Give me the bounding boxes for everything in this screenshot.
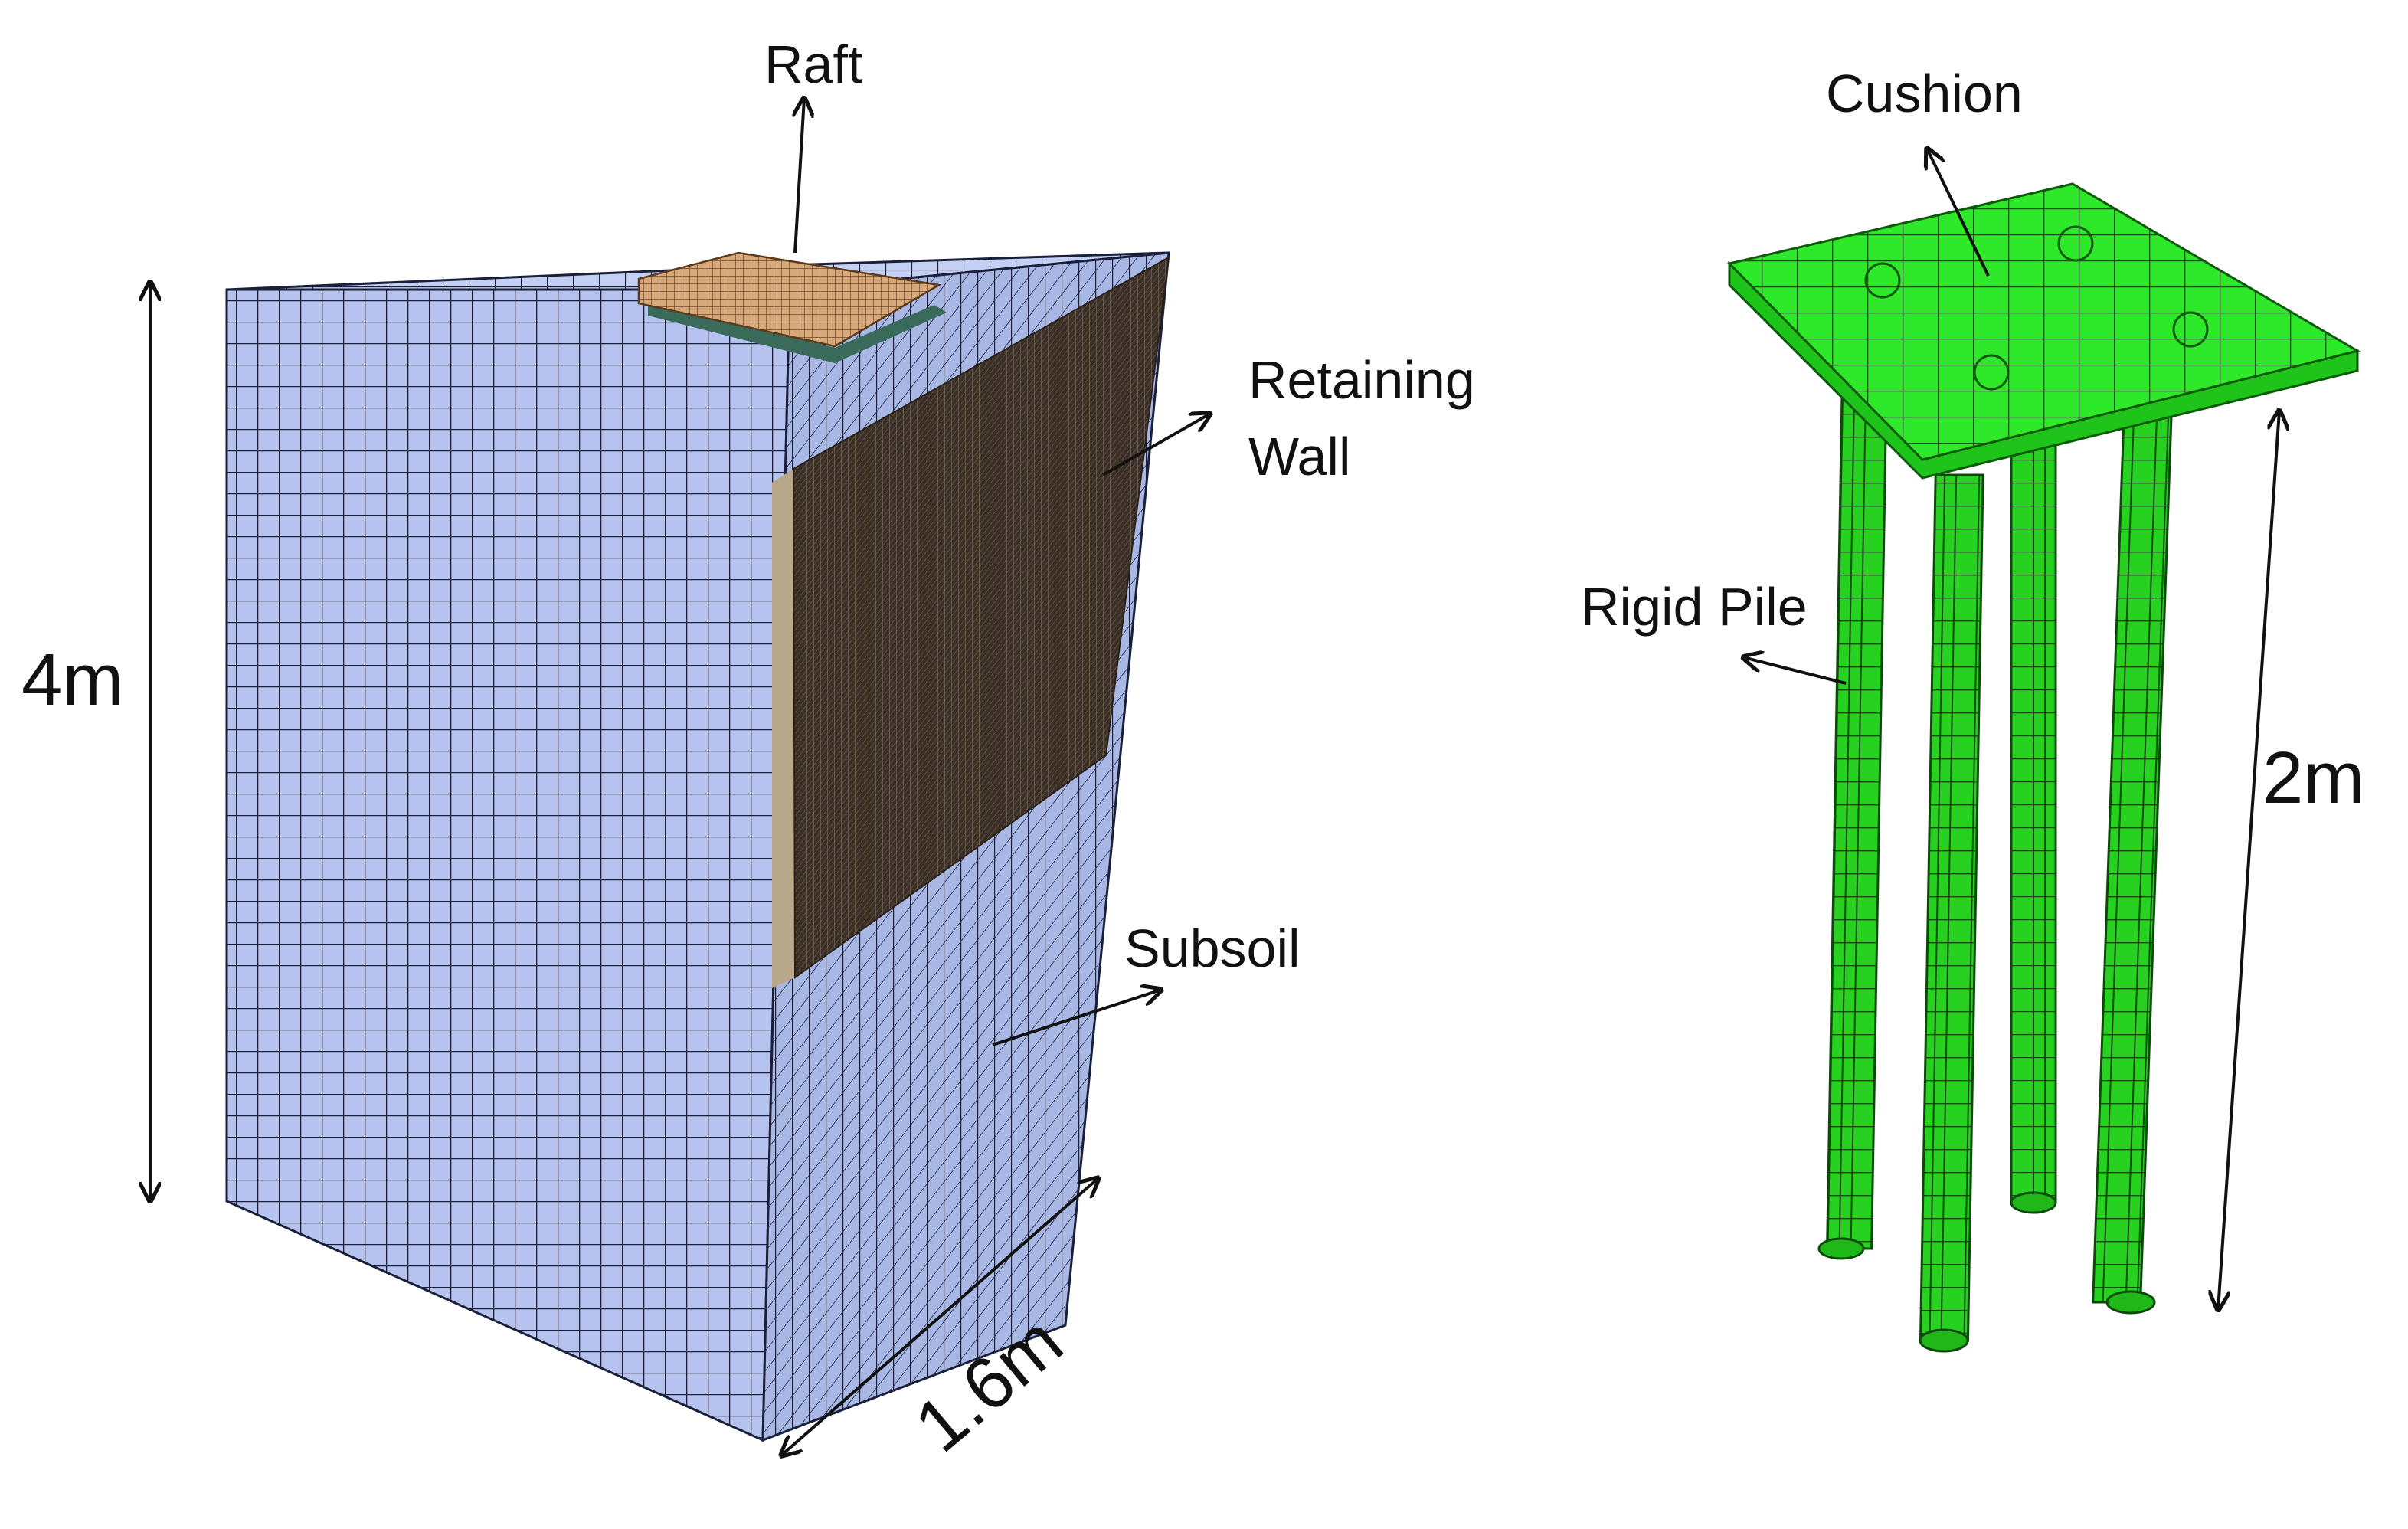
pile-front-left	[1919, 473, 1984, 1353]
pile-front-right	[2092, 404, 2174, 1315]
retaining-wall-label-line1: Retaining	[1248, 350, 1475, 410]
cushion-top	[1727, 182, 2361, 461]
height-dimension: 4m	[21, 282, 150, 1201]
raft-leader-arrow	[795, 98, 804, 254]
cushion-callout: Cushion	[1826, 64, 2023, 277]
cushion	[1727, 182, 2361, 480]
depth-dimension-arrow	[781, 1178, 1098, 1455]
cushion-label: Cushion	[1826, 64, 2023, 123]
pile-length-label: 2m	[2262, 737, 2364, 819]
rigid-pile-callout: Rigid Pile	[1581, 577, 1847, 685]
pile-back-left	[1817, 381, 1888, 1260]
raft	[637, 251, 947, 363]
pile-length-arrow	[2218, 411, 2279, 1310]
retaining-wall-callout: Retaining Wall	[1102, 350, 1475, 486]
cushion-pile-head-4	[2172, 311, 2209, 348]
cushion-pile-head-2	[2057, 225, 2094, 262]
raft-base	[648, 302, 947, 363]
raft-callout: Raft	[764, 34, 862, 254]
subsoil-callout: Subsoil	[992, 918, 1301, 1046]
retaining-wall	[772, 256, 1170, 988]
rigid-pile-leader-arrow	[1743, 657, 1847, 685]
subsoil-leader-arrow	[992, 990, 1161, 1046]
raft-label: Raft	[764, 34, 862, 94]
raft-top	[637, 251, 942, 348]
height-dimension-label: 4m	[21, 639, 123, 721]
subsoil-label: Subsoil	[1124, 918, 1301, 978]
cushion-pile-head-1	[1864, 262, 1901, 299]
retaining-wall-label-line2: Wall	[1248, 427, 1351, 486]
retaining-wall-edge	[772, 469, 795, 988]
retaining-wall-face	[792, 256, 1170, 979]
retaining-wall-leader-arrow	[1102, 414, 1210, 476]
cushion-leader-arrow	[1927, 149, 1990, 277]
pile-back-right	[2010, 427, 2057, 1214]
pile-length-dimension: 2m	[2218, 411, 2364, 1310]
subsoil-front-face	[225, 288, 791, 1442]
rigid-piles	[1817, 381, 2174, 1353]
cushion-pile-head-3	[1973, 354, 2010, 391]
rigid-pile-label: Rigid Pile	[1581, 577, 1808, 637]
